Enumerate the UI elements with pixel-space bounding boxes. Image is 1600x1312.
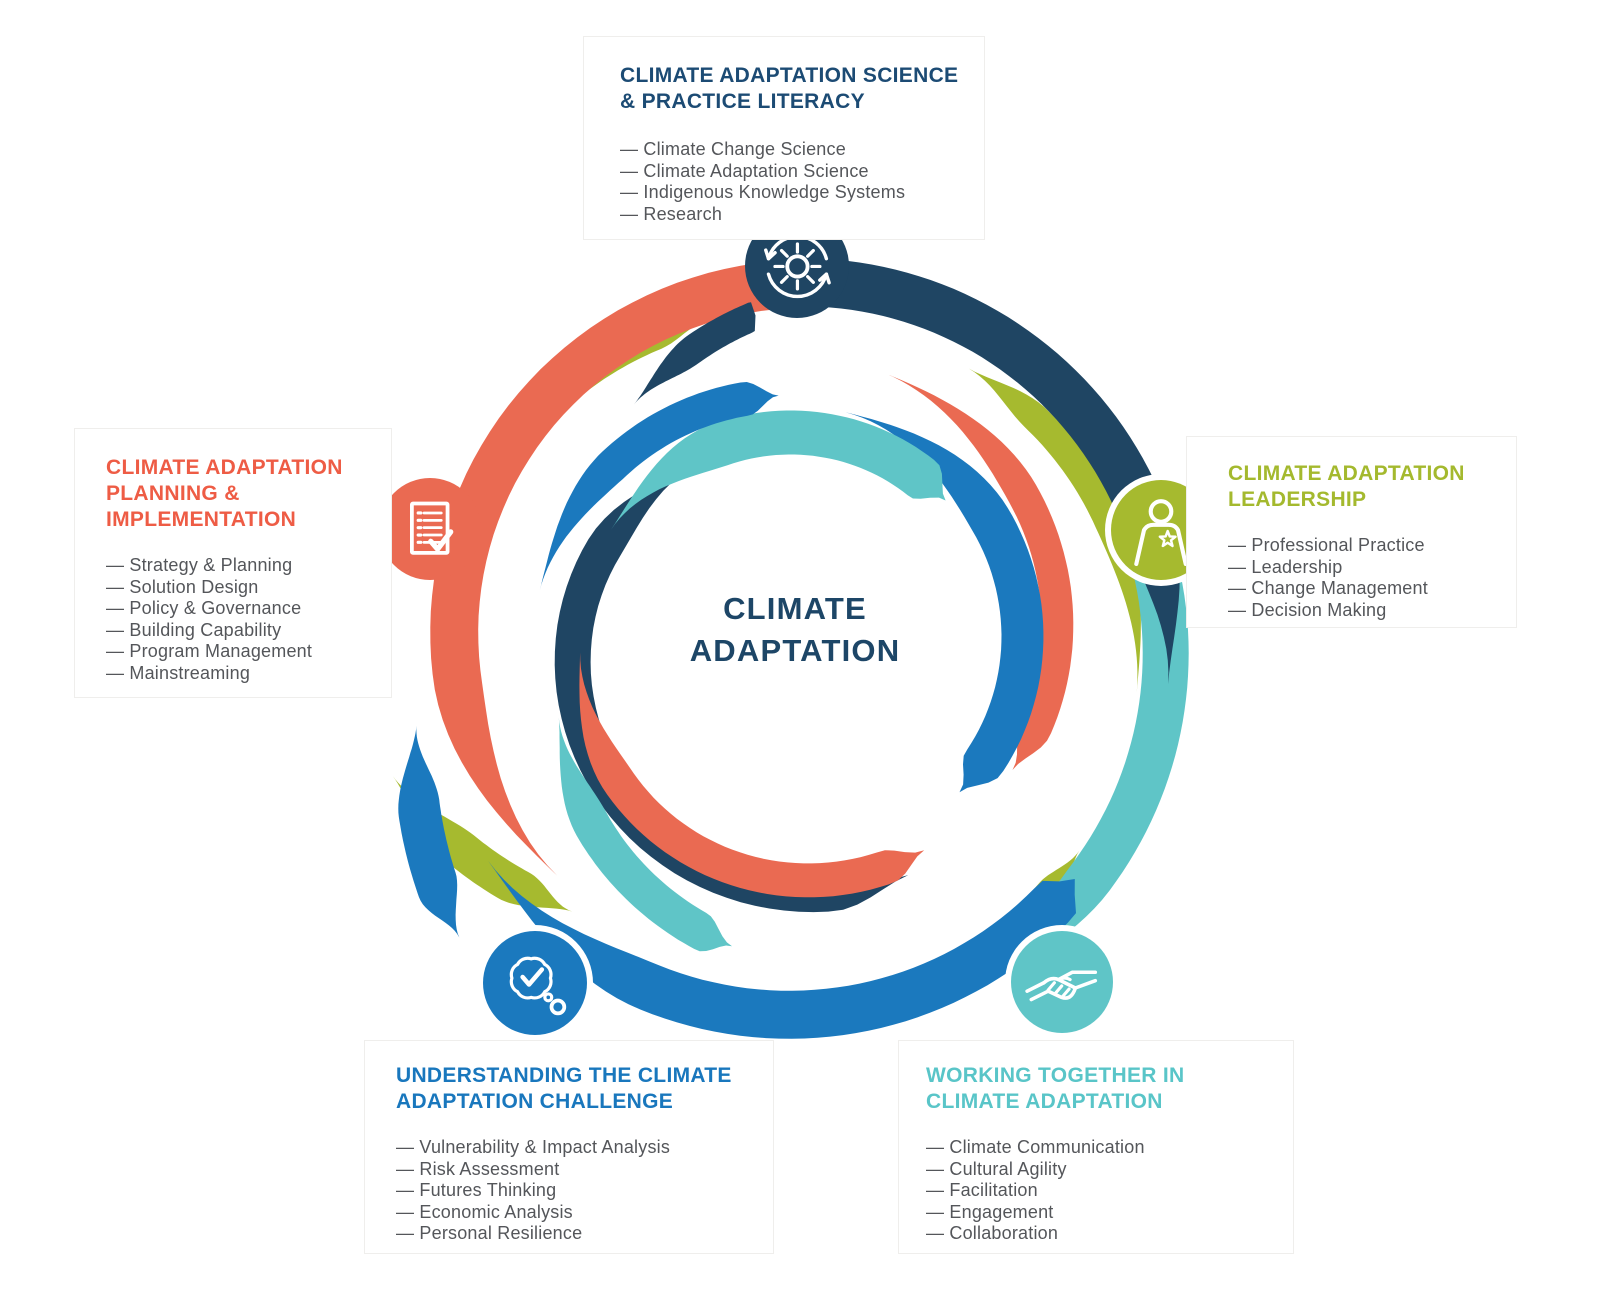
section-planning-title: CLIMATE ADAPTATION PLANNING & IMPLEMENTA… bbox=[106, 456, 343, 531]
section-leadership-list: — Professional Practice— Leadership— Cha… bbox=[1228, 535, 1506, 621]
swirl-arc-orange bbox=[884, 373, 1074, 770]
list-item: — Engagement bbox=[926, 1201, 1054, 1222]
checklist-document-icon bbox=[410, 501, 454, 556]
understanding-node bbox=[483, 931, 587, 1035]
list-item: — Indigenous Knowledge Systems bbox=[620, 182, 906, 202]
section-science-list: — Climate Change Science— Climate Adapta… bbox=[620, 139, 966, 225]
list-item: — Futures Thinking bbox=[396, 1180, 557, 1200]
list-item: — Strategy & Planning bbox=[106, 555, 293, 575]
list-item: — Vulnerability & Impact Analysis bbox=[396, 1137, 671, 1157]
section-understanding-panel: UNDERSTANDING THE CLIMATE ADAPTATION CHA… bbox=[364, 1040, 774, 1254]
list-item: — Policy & Governance bbox=[106, 598, 302, 618]
list-item: — Cultural Agility bbox=[926, 1158, 1067, 1179]
list-item: — Research bbox=[620, 203, 723, 224]
swirl-arc-orange bbox=[579, 652, 925, 898]
list-item: — Mainstreaming bbox=[106, 662, 251, 683]
sun-cycle-icon bbox=[763, 234, 831, 298]
working-together-node bbox=[1011, 931, 1113, 1033]
section-understanding-list: — Vulnerability & Impact Analysis— Risk … bbox=[396, 1137, 763, 1245]
section-leadership-title: CLIMATE ADAPTATION LEADERSHIP bbox=[1228, 462, 1465, 511]
section-working-together-title: WORKING TOGETHER IN CLIMATE ADAPTATION bbox=[926, 1064, 1185, 1113]
center-title: CLIMATE ADAPTATION bbox=[595, 588, 995, 672]
person-star-icon bbox=[1134, 499, 1188, 566]
list-item: — Facilitation bbox=[926, 1180, 1038, 1200]
swirl-arc-navy bbox=[633, 302, 756, 405]
list-item: — Climate Change Science bbox=[620, 139, 846, 159]
section-leadership-panel: CLIMATE ADAPTATION LEADERSHIP — Professi… bbox=[1186, 436, 1517, 628]
swirl-arc-olive bbox=[392, 776, 573, 912]
list-item: — Decision Making bbox=[1228, 599, 1387, 620]
swirl-arc-orange bbox=[430, 260, 822, 876]
section-working-together-list: — Climate Communication— Cultural Agilit… bbox=[926, 1137, 1283, 1245]
section-working-together-panel: WORKING TOGETHER IN CLIMATE ADAPTATION —… bbox=[898, 1040, 1294, 1254]
list-item: — Building Capability bbox=[106, 619, 282, 640]
swirl-arc-blue bbox=[398, 725, 460, 938]
center-title-line1: CLIMATE bbox=[723, 591, 867, 626]
list-item: — Economic Analysis bbox=[396, 1201, 573, 1222]
planning-node bbox=[379, 478, 481, 580]
swirl-arc-blue bbox=[539, 382, 779, 591]
swirl-arc-olive bbox=[968, 368, 1141, 693]
section-understanding-title: UNDERSTANDING THE CLIMATE ADAPTATION CHA… bbox=[396, 1064, 732, 1113]
swirl-arc-blue bbox=[845, 412, 1044, 793]
list-item: — Leadership bbox=[1228, 556, 1343, 577]
section-science-panel: CLIMATE ADAPTATION SCIENCE & PRACTICE LI… bbox=[583, 36, 985, 240]
section-planning-list: — Strategy & Planning— Solution Design— … bbox=[106, 555, 381, 684]
section-science-title: CLIMATE ADAPTATION SCIENCE & PRACTICE LI… bbox=[620, 64, 959, 113]
list-item: — Professional Practice bbox=[1228, 535, 1425, 555]
list-item: — Climate Adaptation Science bbox=[620, 160, 869, 181]
swirl-arc-teal bbox=[558, 717, 732, 952]
center-title-line2: ADAPTATION bbox=[689, 633, 901, 668]
thought-check-icon bbox=[509, 956, 566, 1015]
list-item: — Personal Resilience bbox=[396, 1223, 583, 1243]
handshake-icon bbox=[1025, 970, 1098, 1002]
swirl-arc-teal bbox=[611, 410, 946, 530]
list-item: — Change Management bbox=[1228, 578, 1428, 598]
list-item: — Climate Communication bbox=[926, 1137, 1145, 1157]
list-item: — Program Management bbox=[106, 641, 313, 661]
list-item: — Collaboration bbox=[926, 1223, 1059, 1243]
swirl-arc-blue bbox=[488, 860, 1076, 1039]
list-item: — Risk Assessment bbox=[396, 1158, 560, 1179]
list-item: — Solution Design bbox=[106, 576, 259, 597]
section-planning-panel: CLIMATE ADAPTATION PLANNING & IMPLEMENTA… bbox=[74, 428, 392, 698]
